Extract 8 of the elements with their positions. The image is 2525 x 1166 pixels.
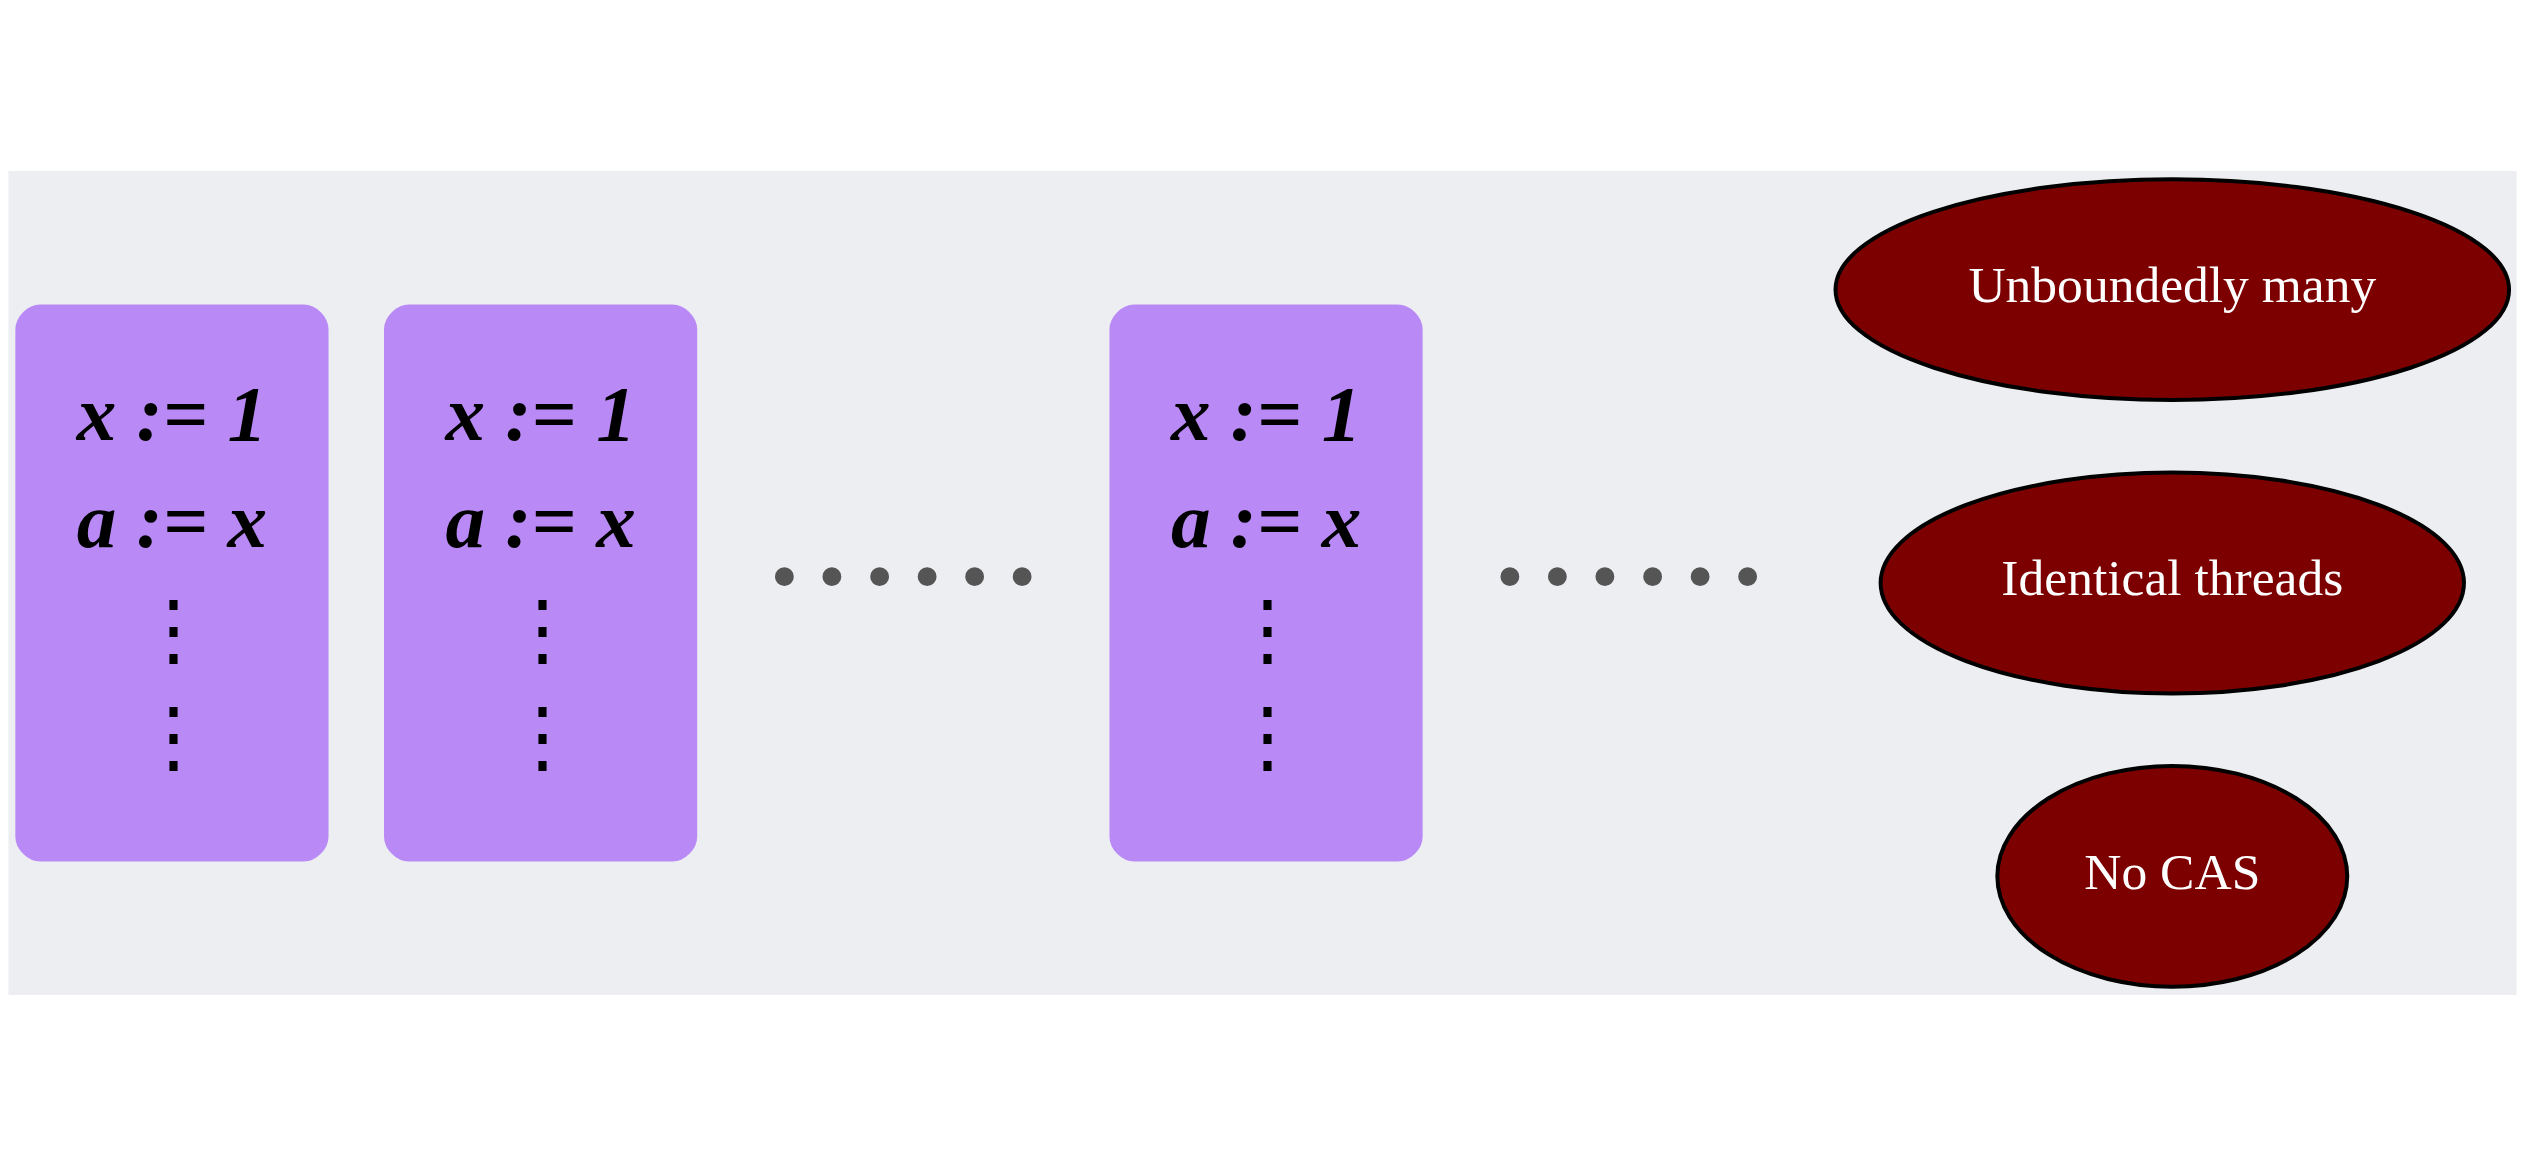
label: • • • • • • [1495,531,1762,620]
node-ellipse: Identical threads [1878,470,2466,696]
node-box: x := 1 a := x ⋮ ⋮ [384,304,698,862]
node-box: x := 1 a := x ⋮ ⋮ [15,304,329,862]
node-ellipse: No CAS [1995,763,2350,989]
node-ellipse: Unboundedly many [1833,177,2512,403]
node-box: x := 1 a := x ⋮ ⋮ [1109,304,1423,862]
label: • • • • • • [770,531,1037,620]
